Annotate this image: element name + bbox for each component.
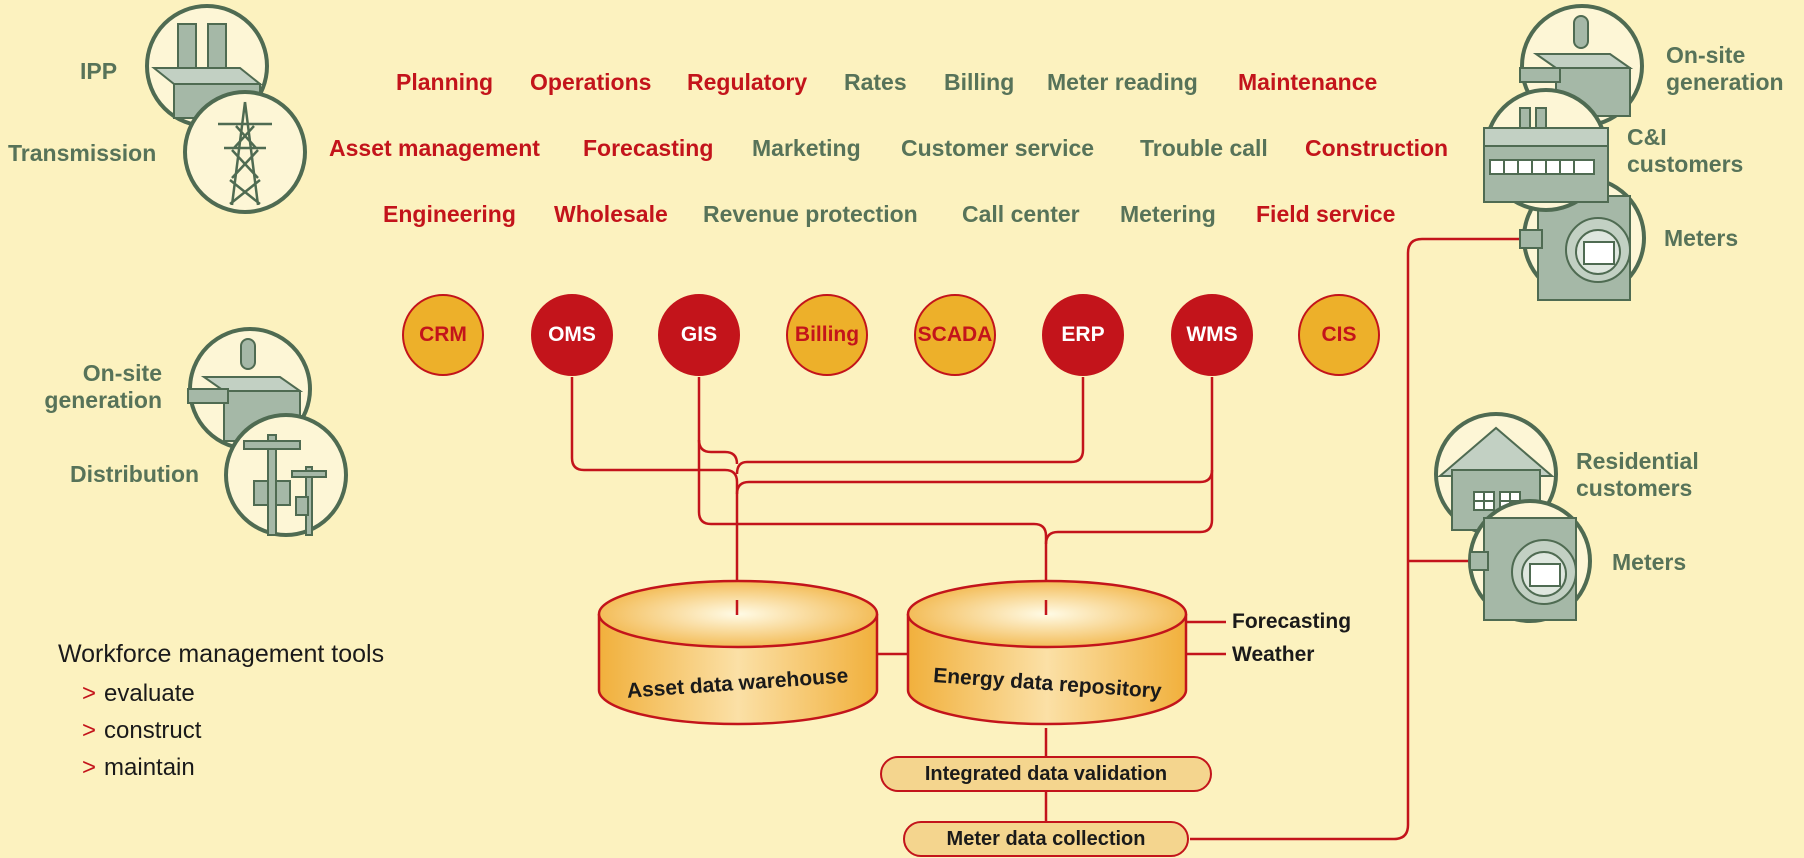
label-right-onsite: On-site generation bbox=[1666, 42, 1784, 95]
function-label: Metering bbox=[1120, 201, 1216, 227]
wire-wms-down bbox=[1044, 470, 1214, 545]
system-node-scada: SCADA bbox=[914, 294, 996, 376]
function-label: Regulatory bbox=[687, 69, 808, 95]
right-residential-icons bbox=[1434, 412, 1592, 623]
wire-oms bbox=[570, 377, 739, 615]
workforce-item-label: construct bbox=[104, 717, 202, 744]
onsite-generation-icon bbox=[1519, 4, 1644, 128]
transmission-tower-icon bbox=[183, 90, 307, 214]
label-residential: Residential customers bbox=[1576, 448, 1699, 501]
label-ipp: IPP bbox=[80, 58, 118, 84]
workforce-item: > maintain bbox=[82, 754, 195, 782]
asset-data-warehouse: Asset data warehouse bbox=[597, 579, 879, 726]
function-label: Billing bbox=[944, 69, 1015, 95]
workforce-item-label: evaluate bbox=[104, 680, 195, 707]
system-node-cis: CIS bbox=[1298, 294, 1380, 376]
workforce-title: Workforce management tools bbox=[58, 640, 385, 668]
meter-icon bbox=[1468, 499, 1592, 623]
label-meters-bottom: Meters bbox=[1612, 549, 1687, 575]
integrated-data-validation: Integrated data validation bbox=[880, 756, 1212, 792]
function-label: Asset management bbox=[329, 135, 540, 161]
function-label: Rates bbox=[844, 69, 907, 95]
wire-erp bbox=[735, 377, 1085, 475]
function-label: Maintenance bbox=[1238, 69, 1378, 95]
bullet-chevron: > bbox=[82, 717, 97, 744]
function-label: Field service bbox=[1256, 201, 1396, 227]
left-distribution-icons bbox=[187, 327, 348, 537]
label-transmission: Transmission bbox=[8, 140, 157, 166]
function-label: Marketing bbox=[752, 135, 861, 161]
input-weather: Weather bbox=[1232, 643, 1315, 666]
function-label: Meter reading bbox=[1047, 69, 1198, 95]
function-label: Operations bbox=[530, 69, 652, 95]
label-distribution: Distribution bbox=[70, 461, 200, 487]
input-forecasting: Forecasting bbox=[1232, 610, 1352, 633]
system-node-oms: OMS bbox=[531, 294, 613, 376]
meter-data-collection: Meter data collection bbox=[903, 821, 1189, 857]
system-node-wms: WMS bbox=[1171, 294, 1253, 376]
function-label: Planning bbox=[396, 69, 494, 95]
function-label: Forecasting bbox=[583, 135, 714, 161]
wire-gis-down bbox=[697, 440, 1048, 615]
ipp-plant-icon bbox=[145, 4, 269, 128]
label-meters-top: Meters bbox=[1664, 225, 1739, 251]
workforce-item: > construct bbox=[82, 717, 201, 745]
bullet-chevron: > bbox=[82, 754, 97, 781]
bullet-chevron: > bbox=[82, 680, 97, 707]
wire-collection-meters bbox=[1190, 237, 1530, 841]
system-node-gis: GIS bbox=[658, 294, 740, 376]
system-node-billing: Billing bbox=[786, 294, 868, 376]
function-label: Engineering bbox=[383, 201, 516, 227]
label-ci-customers: C&I customers bbox=[1627, 124, 1744, 177]
workforce-item: > evaluate bbox=[82, 680, 195, 708]
workforce-item-label: maintain bbox=[104, 754, 195, 781]
function-label: Revenue protection bbox=[703, 201, 918, 227]
function-label: Construction bbox=[1305, 135, 1449, 161]
function-label: Wholesale bbox=[554, 201, 668, 227]
function-label: Customer service bbox=[901, 135, 1095, 161]
left-supply-icons bbox=[145, 4, 307, 214]
system-node-erp: ERP bbox=[1042, 294, 1124, 376]
right-customer-icons bbox=[1483, 4, 1646, 301]
function-label: Trouble call bbox=[1140, 135, 1268, 161]
function-label: Call center bbox=[962, 201, 1080, 227]
system-node-crm: CRM bbox=[402, 294, 484, 376]
distribution-pole-icon bbox=[224, 413, 348, 537]
factory-icon bbox=[1483, 88, 1609, 212]
label-left-onsite: On-site generation bbox=[44, 360, 162, 413]
